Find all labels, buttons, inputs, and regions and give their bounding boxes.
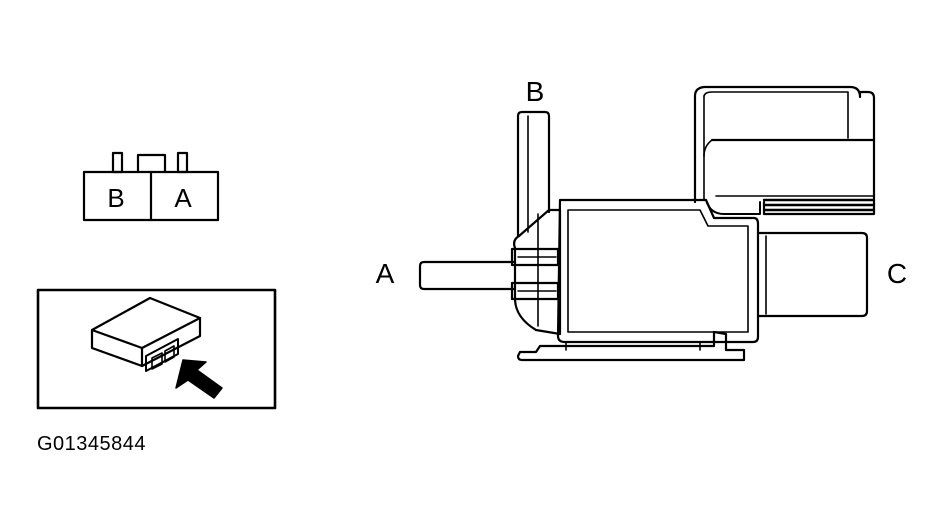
latch-tab [136,153,167,174]
valve-collar [513,208,562,336]
port-label-a: A [376,258,395,289]
valve-body-inner [567,209,749,333]
component-body [90,296,202,368]
pin-label-b: B [107,183,124,213]
mounting-bracket [516,330,746,362]
port-label-c: C [887,258,907,289]
arrow-icon [175,359,223,399]
pin-label-a: A [174,183,192,213]
port-a-tube [418,260,517,291]
terminal-left [111,151,124,174]
electrical-connector [693,85,876,216]
port-c-cylinder [756,231,869,318]
figure-id: G01345844 [37,433,147,455]
component-connector [145,338,179,372]
connector-face-view: B A [82,151,220,222]
terminal-right [176,151,189,174]
locator-inset [36,288,277,410]
inset-frame [36,288,277,410]
valve-body [556,198,760,344]
port-label-b: B [526,76,545,107]
valve-side-view: B A C [376,76,907,362]
port-b-tube [516,110,551,238]
